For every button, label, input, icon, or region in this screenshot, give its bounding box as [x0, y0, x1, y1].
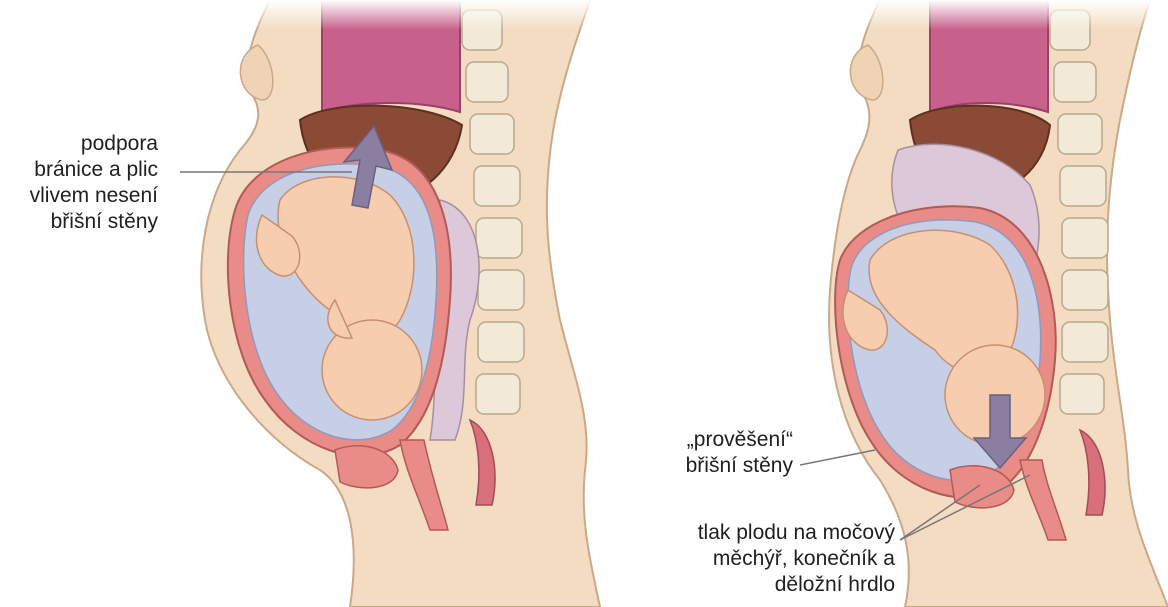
diaphragm-support-line-4: břišní stěny	[0, 209, 158, 235]
right-pregnant-figure	[800, 0, 1168, 607]
abdominal-sag-label: „prověšení“ břišní stěny	[590, 427, 793, 479]
fetal-pressure-label: tlak plodu na močový měchýř, konečník a …	[640, 520, 895, 598]
left-pregnant-figure	[180, 0, 600, 607]
abdominal-sag-line-1: „prověšení“	[590, 427, 793, 453]
diaphragm-support-line-2: bránice a plic	[0, 157, 158, 183]
diaphragm-support-line-1: podpora	[0, 131, 158, 157]
fetal-pressure-line-3: děložní hrdlo	[640, 572, 895, 598]
diaphragm-support-line-3: vlivem nesení	[0, 183, 158, 209]
abdominal-sag-line-2: břišní stěny	[590, 453, 793, 479]
top-fade	[0, 0, 1168, 30]
fetal-pressure-line-1: tlak plodu na močový	[640, 520, 895, 546]
diaphragm-support-label: podpora bránice a plic vlivem nesení bři…	[0, 131, 158, 235]
fetal-pressure-line-2: měchýř, konečník a	[640, 546, 895, 572]
